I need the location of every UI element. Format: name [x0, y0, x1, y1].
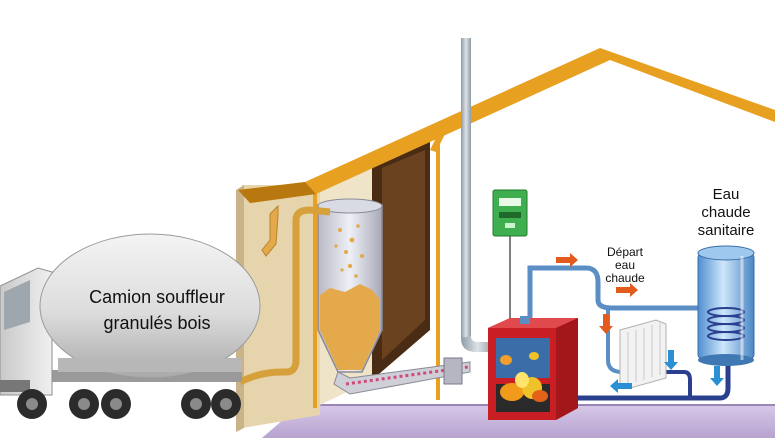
- return-pipe: [560, 362, 731, 401]
- hot-water-cylinder: [697, 245, 755, 366]
- eau-label-line2: chaude: [701, 204, 751, 221]
- fill-pipe-inlet: [261, 204, 279, 257]
- eau-label-line1: Eau: [712, 186, 740, 203]
- interior-wall: [382, 150, 425, 360]
- truck-label-line1: Camion souffleur: [89, 287, 225, 307]
- outer-wall: [242, 185, 320, 428]
- boiler-flames: [500, 352, 548, 402]
- silo-top: [317, 198, 383, 214]
- truck-windshield: [4, 280, 30, 330]
- radiator-return-pipe: [664, 370, 692, 396]
- silo-pellets: [320, 284, 380, 370]
- hot-flow-arrows: [556, 253, 638, 334]
- hot-water-pipe: [527, 265, 700, 322]
- floor: [262, 405, 775, 438]
- roof-edge: [238, 182, 316, 203]
- eau-label-line3: sanitaire: [697, 222, 755, 239]
- truck-label-line2: granulés bois: [103, 313, 211, 333]
- control-led: [505, 223, 515, 228]
- truck-label: Camion souffleur granulés bois: [62, 284, 252, 336]
- truck-tank: [39, 233, 261, 379]
- depart-label-line1: Départ: [606, 245, 644, 259]
- flue-elbow: [461, 336, 494, 352]
- chimney-pipe: [461, 38, 471, 338]
- boiler: [488, 316, 578, 420]
- depart-label: Départ eau chaude: [590, 246, 660, 285]
- truck-wheels: [17, 389, 241, 419]
- depart-label-line2: eau: [614, 258, 636, 272]
- depart-label-line3: chaude: [605, 271, 645, 285]
- silo-falling-pellets: [334, 224, 364, 278]
- truck-tank-cradle: [58, 358, 242, 372]
- radiator: [619, 319, 667, 389]
- roof-support: [430, 130, 446, 152]
- conveyor-motor: [443, 357, 463, 385]
- control-screen: [499, 198, 521, 206]
- pellet-truck: [0, 233, 261, 419]
- control-buttons: [499, 212, 521, 218]
- fill-pipe: [238, 206, 331, 386]
- eau-label: Eau chaude sanitaire: [678, 186, 774, 240]
- roof: [238, 48, 775, 203]
- truck-bumper: [0, 380, 30, 392]
- cold-flow-arrows: [610, 350, 724, 393]
